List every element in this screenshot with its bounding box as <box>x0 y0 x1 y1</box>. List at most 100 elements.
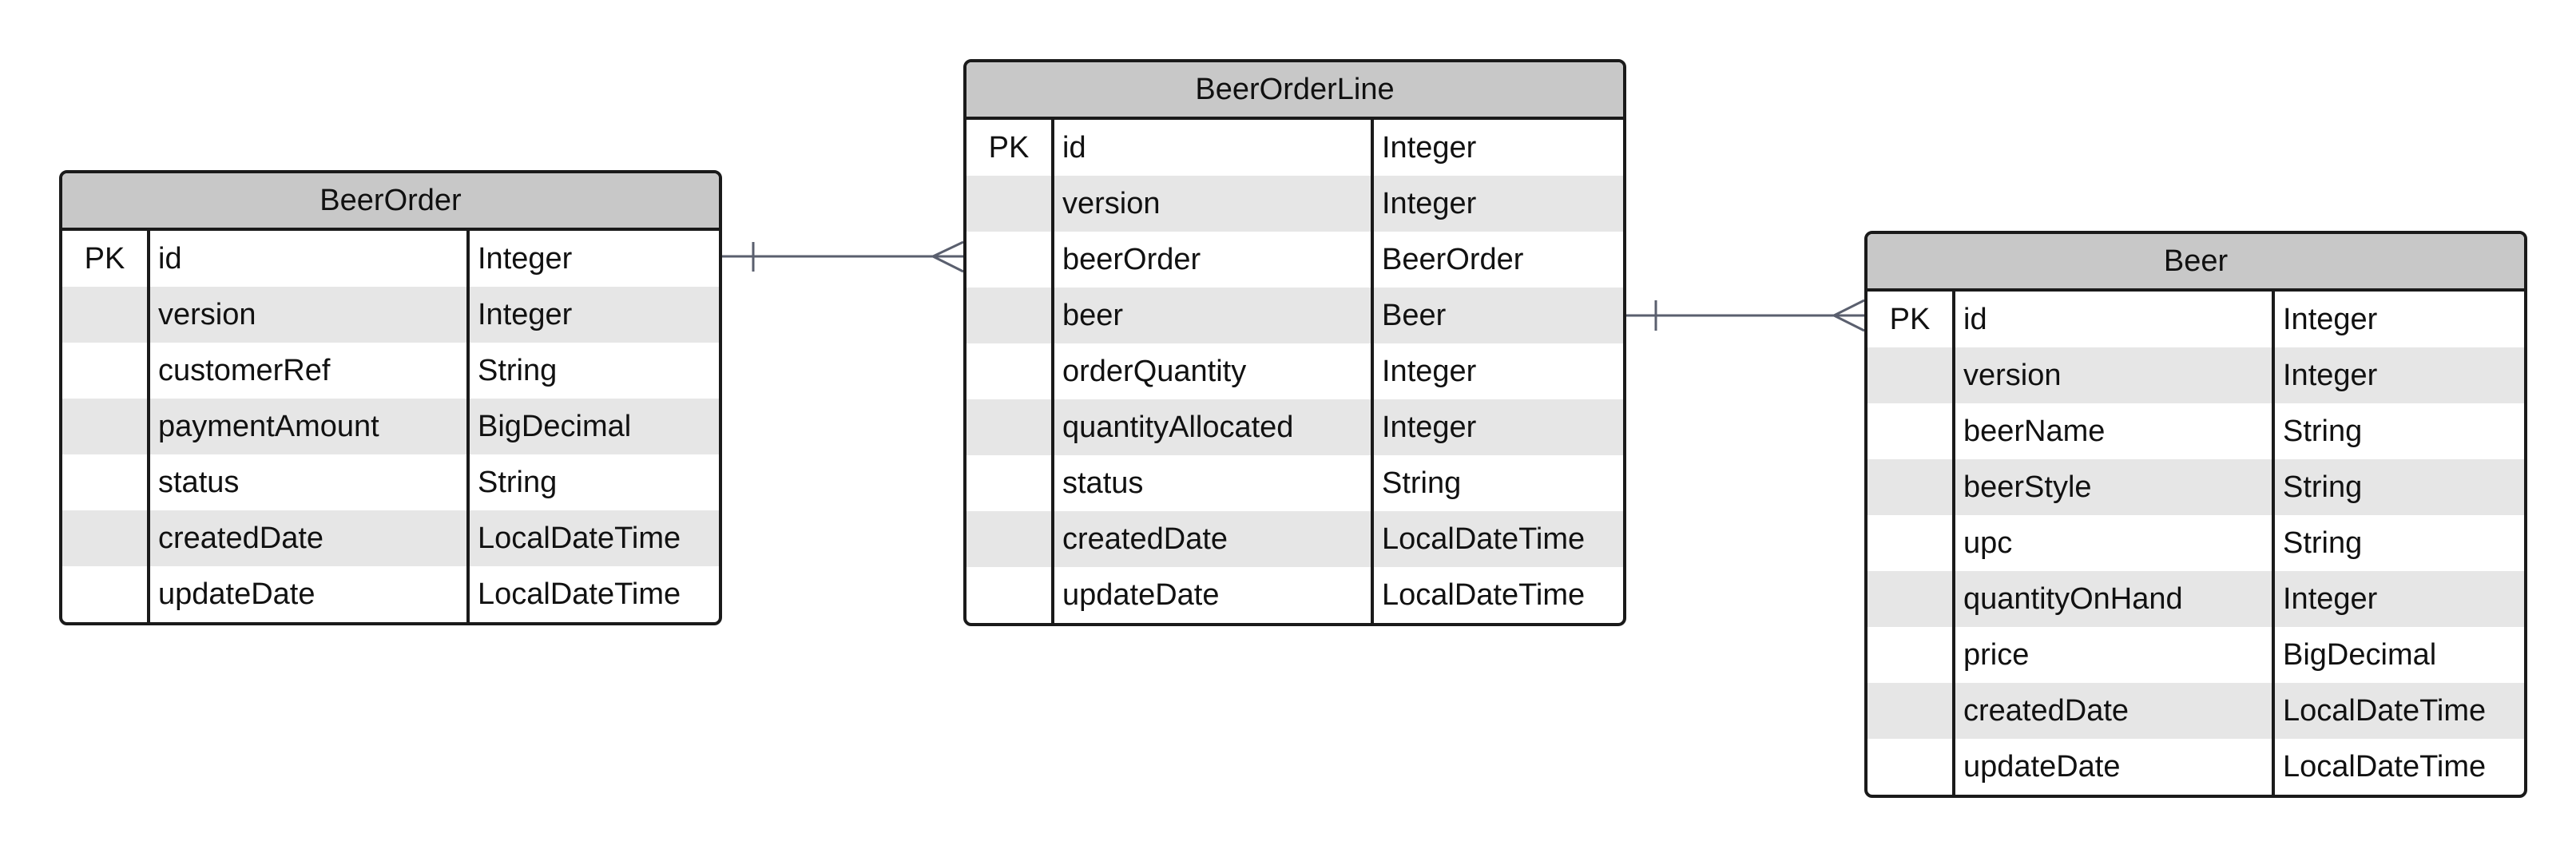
key-cell <box>966 343 1054 399</box>
key-cell <box>1868 627 1955 683</box>
table-row: quantityAllocated Integer <box>966 399 1623 455</box>
table-row: PK id Integer <box>1868 292 2524 347</box>
field-type-cell: String <box>1382 466 1462 500</box>
key-cell <box>62 287 150 343</box>
table-row: quantityOnHand Integer <box>1868 571 2524 627</box>
field-type-cell: Beer <box>1382 298 1447 332</box>
table-row: version Integer <box>1868 347 2524 403</box>
field-name-cell: customerRef <box>150 343 470 399</box>
field-name-cell: createdDate <box>1054 511 1374 567</box>
key-cell <box>1868 347 1955 403</box>
table-row: createdDate LocalDateTime <box>1868 683 2524 739</box>
key-cell <box>62 399 150 454</box>
field-type-cell: LocalDateTime <box>1382 522 1586 556</box>
field-name-cell: version <box>150 287 470 343</box>
entity-header: BeerOrder <box>62 173 719 231</box>
field-name-cell: quantityOnHand <box>1955 571 2275 627</box>
field-name-cell: updateDate <box>1955 739 2275 795</box>
field-name-cell: id <box>150 231 470 287</box>
table-row: status String <box>62 454 719 510</box>
field-name-cell: beer <box>1054 288 1374 343</box>
key-cell <box>62 566 150 622</box>
key-cell <box>966 176 1054 232</box>
table-row: updateDate LocalDateTime <box>966 567 1623 623</box>
relationship-beerorderline-beer <box>1626 299 1865 332</box>
table-row: updateDate LocalDateTime <box>1868 739 2524 795</box>
table-row: orderQuantity Integer <box>966 343 1623 399</box>
many-cardinality-crowfoot <box>930 240 964 273</box>
key-cell <box>966 288 1054 343</box>
table-row: version Integer <box>966 176 1623 232</box>
entity-beer[interactable]: Beer PK id Integer version Integer beerN… <box>1864 231 2527 798</box>
field-type-cell: String <box>2283 526 2363 560</box>
field-type-cell: Integer <box>2283 302 2378 336</box>
table-row: beerName String <box>1868 403 2524 459</box>
field-type-cell: Integer <box>1382 410 1477 444</box>
field-type-cell: BigDecimal <box>2283 637 2437 672</box>
key-cell <box>966 567 1054 623</box>
field-type-cell: Integer <box>1382 354 1477 388</box>
field-type-cell: BeerOrder <box>1382 242 1524 276</box>
key-cell: PK <box>62 231 150 287</box>
field-name-cell: upc <box>1955 515 2275 571</box>
field-name-cell: orderQuantity <box>1054 343 1374 399</box>
table-row: PK id Integer <box>62 231 719 287</box>
field-type-cell: Integer <box>1382 186 1477 220</box>
entity-header: BeerOrderLine <box>966 62 1623 120</box>
table-row: price BigDecimal <box>1868 627 2524 683</box>
field-type-cell: LocalDateTime <box>2283 749 2487 784</box>
many-cardinality-crowfoot <box>1831 299 1865 332</box>
key-cell <box>62 454 150 510</box>
entity-beerorderline[interactable]: BeerOrderLine PK id Integer version Inte… <box>963 59 1626 626</box>
key-cell <box>1868 571 1955 627</box>
table-row: status String <box>966 455 1623 511</box>
entity-rows: PK id Integer version Integer beerOrder … <box>966 120 1623 623</box>
field-type-cell: String <box>2283 470 2363 504</box>
field-name-cell: beerStyle <box>1955 459 2275 515</box>
field-type-cell: Integer <box>478 297 573 331</box>
field-name-cell: updateDate <box>1054 567 1374 623</box>
field-type-cell: Integer <box>2283 358 2378 392</box>
field-name-cell: status <box>1054 455 1374 511</box>
table-row: beerStyle String <box>1868 459 2524 515</box>
field-name-cell: status <box>150 454 470 510</box>
field-type-cell: Integer <box>478 241 573 276</box>
table-row: beerOrder BeerOrder <box>966 232 1623 288</box>
field-type-cell: LocalDateTime <box>478 577 681 611</box>
key-cell <box>1868 459 1955 515</box>
key-cell <box>1868 683 1955 739</box>
field-name-cell: id <box>1054 120 1374 176</box>
table-row: paymentAmount BigDecimal <box>62 399 719 454</box>
field-name-cell: beerName <box>1955 403 2275 459</box>
key-cell <box>966 399 1054 455</box>
relationship-beerorder-beerorderline <box>722 240 964 273</box>
table-row: createdDate LocalDateTime <box>62 510 719 566</box>
key-cell <box>62 510 150 566</box>
field-name-cell: beerOrder <box>1054 232 1374 288</box>
field-type-cell: String <box>2283 414 2363 448</box>
table-row: PK id Integer <box>966 120 1623 176</box>
key-cell <box>1868 739 1955 795</box>
field-name-cell: price <box>1955 627 2275 683</box>
field-type-cell: BigDecimal <box>478 409 632 443</box>
entity-beerorder[interactable]: BeerOrder PK id Integer version Integer … <box>59 170 722 625</box>
key-cell <box>1868 403 1955 459</box>
field-name-cell: createdDate <box>1955 683 2275 739</box>
table-row: version Integer <box>62 287 719 343</box>
key-cell <box>966 455 1054 511</box>
field-type-cell: Integer <box>1382 130 1477 165</box>
field-name-cell: id <box>1955 292 2275 347</box>
entity-rows: PK id Integer version Integer beerName S… <box>1868 292 2524 795</box>
key-cell <box>966 511 1054 567</box>
field-type-cell: String <box>478 353 558 387</box>
table-row: beer Beer <box>966 288 1623 343</box>
field-name-cell: createdDate <box>150 510 470 566</box>
field-type-cell: Integer <box>2283 581 2378 616</box>
table-row: updateDate LocalDateTime <box>62 566 719 622</box>
field-type-cell: String <box>478 465 558 499</box>
key-cell <box>62 343 150 399</box>
field-name-cell: quantityAllocated <box>1054 399 1374 455</box>
field-type-cell: LocalDateTime <box>478 521 681 555</box>
key-cell: PK <box>966 120 1054 176</box>
